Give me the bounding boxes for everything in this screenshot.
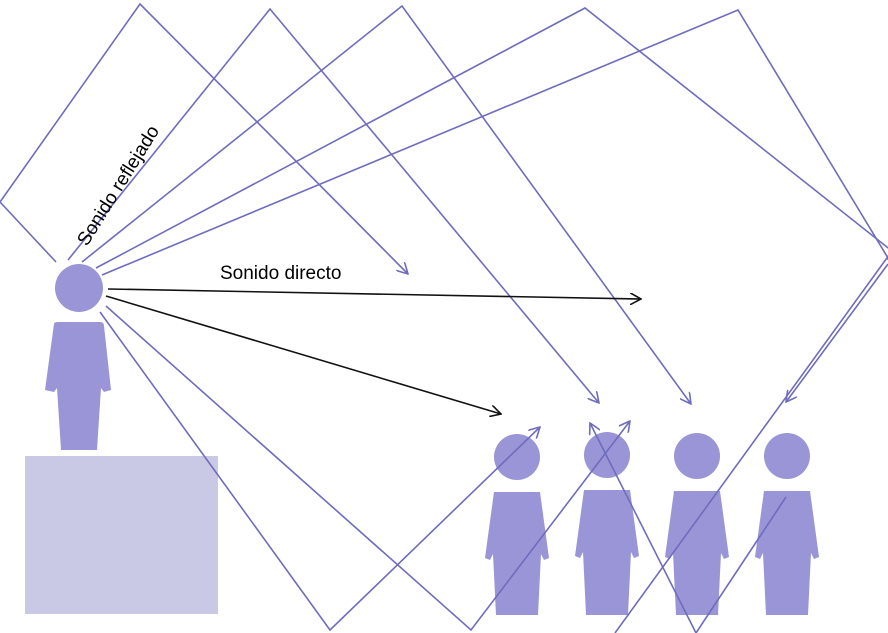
reflected-path-bottom-3b [695,496,787,633]
reflected-path-bottom-2 [105,305,630,632]
reflected-path-top-1 [0,2,408,274]
reflected-path-bottom-3 [590,423,697,633]
reflected-path-top-2 [67,7,599,403]
reflected-path-bottom-1 [99,311,540,632]
speaker-figure [45,264,111,450]
listener-figure-1 [485,434,549,615]
direct-path-1 [107,288,641,299]
direct-path-2 [105,295,501,414]
podium [25,456,218,614]
listener-figure-3 [665,433,729,615]
listener-figure-4 [755,433,819,615]
reflected-path-top-5b [786,263,888,402]
direct-sound-label: Sonido directo [220,263,341,284]
direct-sound-paths [105,288,641,414]
reflected-path-top-4 [95,7,888,633]
reflected-path-top-3 [81,4,691,404]
reflected-path-top-5 [101,8,888,276]
listener-figure-2 [575,432,639,615]
reflected-sound-label: Sonido reflejado [73,122,164,250]
